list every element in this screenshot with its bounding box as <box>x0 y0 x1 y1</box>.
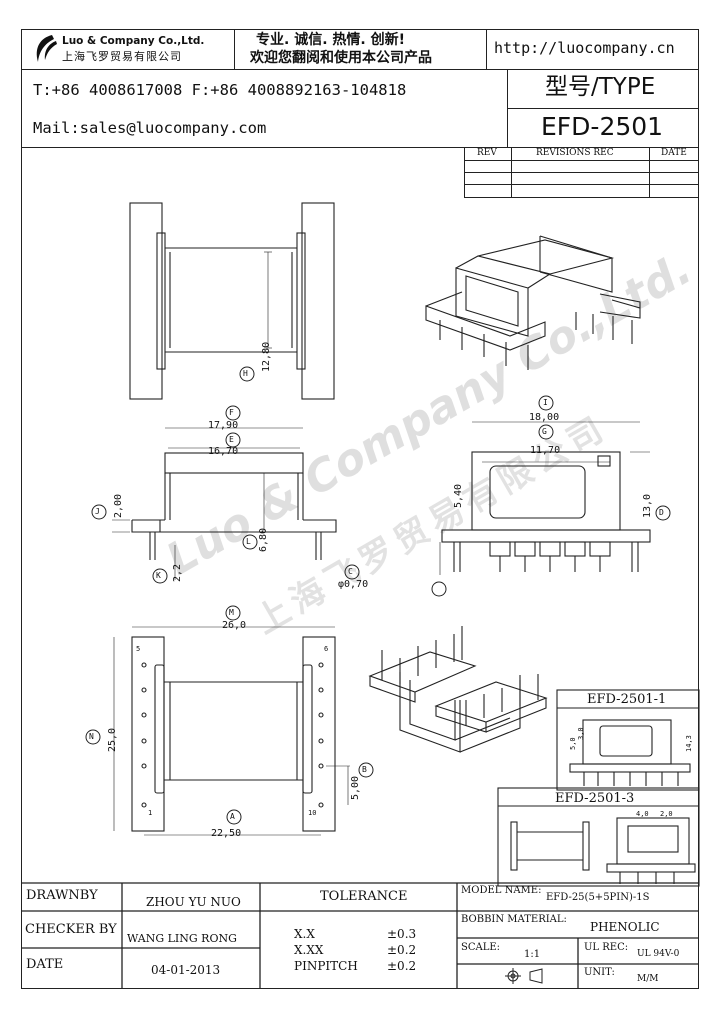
letter-b: B <box>362 765 367 774</box>
logo-icon <box>36 35 57 62</box>
unit-value: M/M <box>637 974 659 984</box>
dim-h: 12,80 <box>261 341 272 372</box>
letter-k: K <box>156 571 161 580</box>
type-label: 型号/TYPE <box>545 74 656 100</box>
drawnby-value: ZHOU YU NUO <box>146 895 241 909</box>
ul-value: UL 94V-0 <box>637 949 680 959</box>
tolerance-label: TOLERANCE <box>320 889 408 904</box>
side-view <box>439 421 651 575</box>
revisions-rec-header: REVISIONS REC <box>536 148 614 158</box>
bottom-view <box>113 626 350 836</box>
material-value: PHENOLIC <box>590 920 660 934</box>
date-header: DATE <box>661 148 687 158</box>
letter-g: G <box>542 427 547 436</box>
letter-i: I <box>543 398 548 407</box>
letter-d: D <box>659 508 664 517</box>
mail-line[interactable]: Mail:sales@luocompany.com <box>33 119 267 137</box>
dim-e: 16,70 <box>208 446 239 457</box>
dim-l: 6,80 <box>258 527 269 552</box>
tol-x-label: X.X <box>294 927 315 941</box>
checker-label: CHECKER BY <box>25 922 117 937</box>
drawnby-label: DRAWNBY <box>26 888 98 903</box>
inset1-dim-14-3: 14,3 <box>685 735 693 752</box>
letter-e: E <box>229 435 234 444</box>
pin-5: 5 <box>136 645 141 653</box>
model-value: EFD-25(5+5PIN)-1S <box>546 892 650 903</box>
pin-10: 10 <box>308 809 317 817</box>
letter-m: M <box>229 608 234 617</box>
inset1-dim-5-0: 5,0 <box>569 737 577 750</box>
slogan-2: 欢迎您翻阅和使用本公司产品 <box>250 50 432 66</box>
tol-pin-label: PINPITCH <box>294 959 358 973</box>
pin-1: 1 <box>148 809 153 817</box>
letter-c: C <box>348 567 353 576</box>
inset3-title: EFD-2501-3 <box>555 791 635 806</box>
dim-j: 2,00 <box>113 493 124 518</box>
isometric-view-2 <box>368 626 548 753</box>
company-name-cn: 上海飞罗贸易有限公司 <box>62 50 182 63</box>
inset3-dim-2-0: 2,0 <box>660 810 673 818</box>
slogan-1: 专业. 诚信. 热情. 创新! <box>256 32 405 48</box>
projection-symbol-icon <box>505 968 543 984</box>
material-label: BOBBIN MATERIAL: <box>461 914 567 925</box>
dim-g: 11,70 <box>530 445 561 456</box>
inset-efd-2501-3 <box>497 787 700 887</box>
ul-label: UL REC: <box>584 942 629 953</box>
top-view <box>129 202 335 400</box>
pin-6: 6 <box>324 645 329 653</box>
rev-header: REV <box>477 148 497 158</box>
date-label: DATE <box>26 957 64 972</box>
company-url[interactable]: http://luocompany.cn <box>494 39 675 57</box>
unit-label: UNIT: <box>584 967 615 978</box>
tol-x-value: ±0.3 <box>387 927 417 941</box>
dim-f: 17,90 <box>208 420 239 431</box>
checker-value: WANG LING RONG <box>127 932 237 945</box>
date-value: 04-01-2013 <box>151 963 221 977</box>
scale-label: SCALE: <box>461 942 501 953</box>
scale-value: 1:1 <box>524 949 541 960</box>
dim-5-40: 5,40 <box>453 483 464 508</box>
dim-i: 18,00 <box>529 412 560 423</box>
letter-f: F <box>229 408 234 417</box>
company-name-en: Luo & Company Co.,Ltd. <box>62 35 205 47</box>
letter-n: N <box>89 732 94 741</box>
front-view <box>112 427 337 580</box>
letter-j: J <box>95 507 100 516</box>
isometric-view-1 <box>425 235 641 370</box>
type-value: EFD-2501 <box>541 112 664 141</box>
dim-n: 25,0 <box>107 727 118 752</box>
tol-pin-value: ±0.2 <box>387 959 417 973</box>
letter-l: L <box>246 537 251 546</box>
inset-efd-2501-1 <box>556 689 700 791</box>
letter-h: H <box>243 369 248 378</box>
dim-m: 26,0 <box>222 620 247 631</box>
dim-k: 2,2 <box>172 563 183 582</box>
dim-d: 13,0 <box>642 493 653 518</box>
inset3-dim-4-0: 4,0 <box>636 810 649 818</box>
model-label: MODEL NAME: <box>461 885 542 896</box>
phone-line: T:+86 4008617008 F:+86 4008892163-104818 <box>33 81 407 99</box>
drawing-frame <box>21 29 699 989</box>
tol-xx-label: X.XX <box>294 943 324 957</box>
dim-c: φ0,70 <box>338 579 369 590</box>
inset1-dim-3-0: 3,0 <box>577 727 585 740</box>
dim-a: 22,50 <box>211 828 242 839</box>
footer-grid <box>21 882 699 989</box>
letter-a: A <box>230 812 235 821</box>
inset1-title: EFD-2501-1 <box>587 692 667 707</box>
tol-xx-value: ±0.2 <box>387 943 417 957</box>
dim-b: 5,00 <box>350 775 361 800</box>
